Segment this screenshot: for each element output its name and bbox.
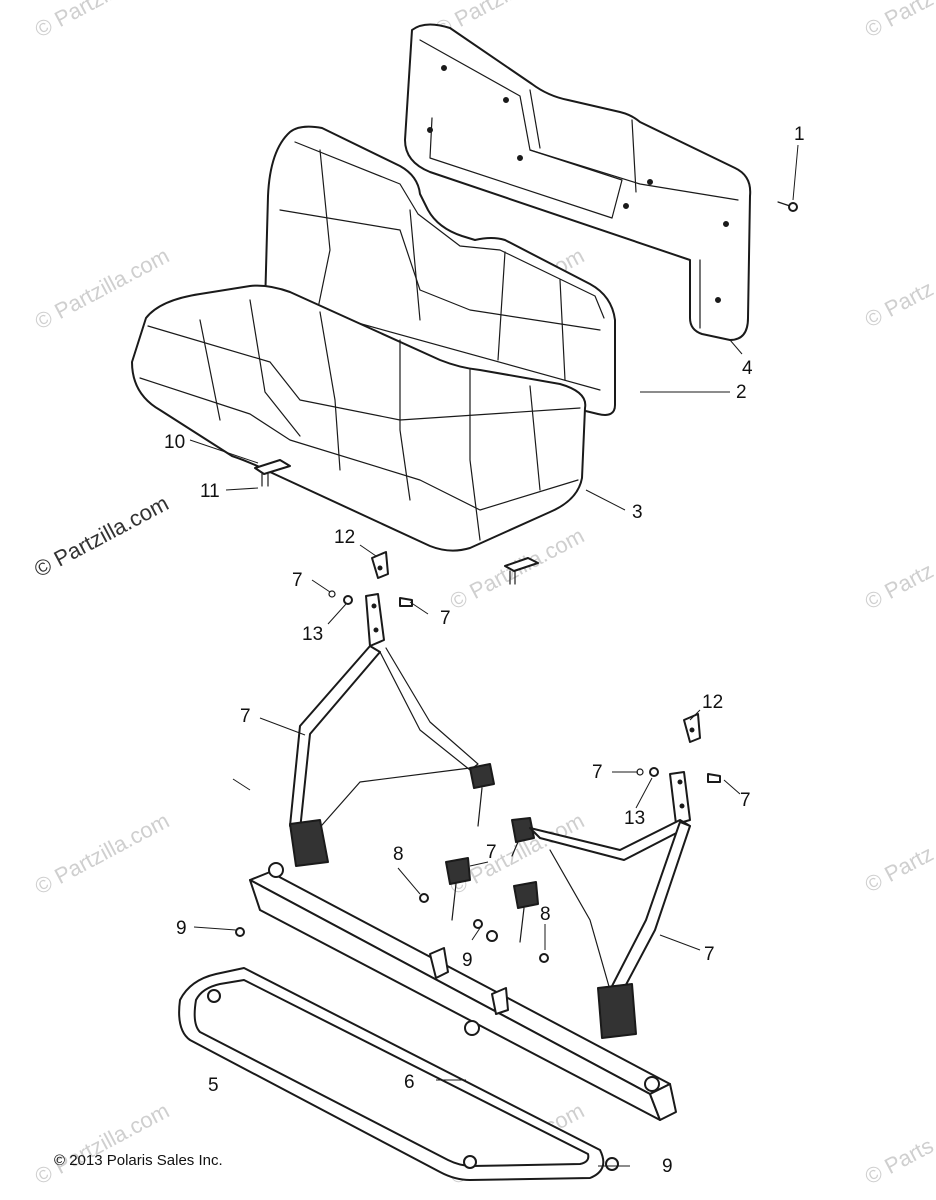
watermark: © Partzilla.com	[31, 0, 174, 42]
callout-7: 7	[440, 608, 451, 629]
callout-9: 9	[662, 1156, 673, 1177]
callout-7: 7	[704, 944, 715, 965]
callout-12: 12	[334, 527, 355, 548]
callout-10: 10	[164, 432, 185, 453]
watermark: © Partzilla.com	[31, 808, 174, 900]
seat-bottom-cushion	[131, 284, 587, 552]
callout-8: 8	[540, 904, 551, 925]
callout-6: 6	[404, 1072, 415, 1093]
watermark: © Partz	[861, 0, 936, 42]
callout-7: 7	[292, 570, 303, 591]
callout-13: 13	[624, 808, 645, 829]
callout-12: 12	[702, 692, 723, 713]
seat-back-panel	[404, 23, 752, 341]
watermark: © Partz	[861, 276, 936, 333]
watermark: © Partz	[861, 841, 936, 898]
seat-belt-left	[289, 645, 535, 867]
callout-8: 8	[393, 844, 404, 865]
callout-13: 13	[302, 624, 323, 645]
seat-belt-anchor-right	[636, 713, 721, 825]
watermark: © Partz	[861, 558, 936, 615]
callout-7: 7	[592, 762, 603, 783]
seat-belt-right	[529, 819, 691, 1039]
mounting-bracket-left	[254, 459, 291, 487]
screw	[777, 201, 798, 212]
copyright-notice: © 2013 Polaris Sales Inc.	[54, 1152, 223, 1169]
watermark: © Parts	[861, 1133, 936, 1190]
watermark: © Partzilla.com	[31, 1098, 174, 1190]
callout-labels: 1 2 3 4 5 6 7 7 7 7 7 7 7 8 8 9 9 9 10 1…	[164, 124, 805, 1177]
callout-9: 9	[176, 918, 187, 939]
leader-lines	[189, 144, 799, 1167]
seat-belt-anchor-left	[328, 551, 413, 647]
callout-2: 2	[736, 382, 747, 403]
callout-4: 4	[742, 358, 753, 379]
mounting-bracket-right	[504, 557, 539, 585]
seat-frame	[178, 862, 677, 1181]
callout-7: 7	[486, 842, 497, 863]
callout-9: 9	[462, 950, 473, 971]
callout-5: 5	[208, 1075, 219, 1096]
callout-3: 3	[632, 502, 643, 523]
callout-11: 11	[200, 481, 220, 502]
callout-7: 7	[740, 790, 751, 811]
seat-belt-buckles-center	[235, 857, 549, 963]
callout-1: 1	[794, 124, 805, 145]
callout-7: 7	[240, 706, 251, 727]
